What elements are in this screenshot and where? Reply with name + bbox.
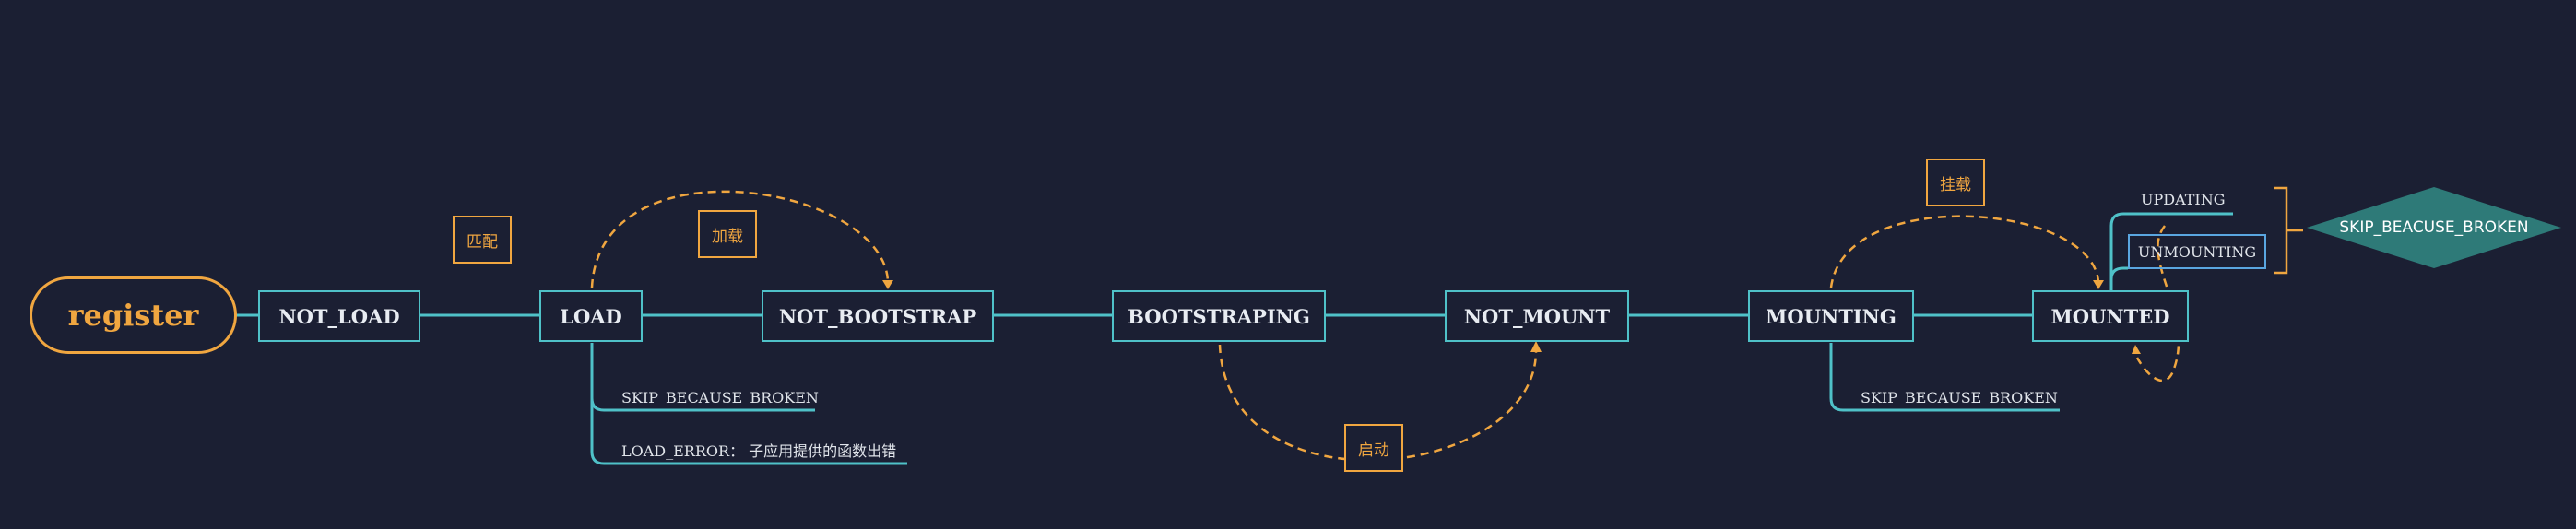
load-branch-error: LOAD_ERROR： 子应用提供的函数出错 — [621, 442, 897, 460]
mounted-branch-unmounting: UNMOUNTING — [2128, 234, 2266, 269]
note-match: 匹配 — [453, 216, 512, 264]
mounted-branch-lines — [2109, 212, 2233, 290]
state-not-mount: NOT_MOUNT — [1445, 290, 1629, 342]
note-mount: 挂载 — [1926, 159, 1985, 206]
register-node: register — [30, 276, 237, 354]
mounted-branch-updating: UPDATING — [2141, 191, 2226, 208]
state-mounted: MOUNTED — [2032, 290, 2189, 342]
load-branch-lines — [590, 343, 907, 465]
state-load: LOAD — [539, 290, 643, 342]
arrow-heads — [882, 280, 2141, 354]
state-not-load: NOT_LOAD — [258, 290, 420, 342]
state-mounting: MOUNTING — [1748, 290, 1914, 342]
summary-diamond-shape — [2307, 187, 2561, 268]
mounting-branch-skip: SKIP_BECAUSE_BROKEN — [1861, 389, 2058, 406]
state-not-bootstrap: NOT_BOOTSTRAP — [762, 290, 994, 342]
bracket-connector — [2274, 186, 2303, 275]
state-bootstraping: BOOTSTRAPING — [1112, 290, 1326, 342]
mounting-branch-line — [1829, 343, 2060, 412]
note-bootstrap: 启动 — [1344, 424, 1403, 472]
note-load: 加载 — [698, 210, 757, 258]
load-branch-skip: SKIP_BECAUSE_BROKEN — [621, 389, 819, 406]
summary-diamond-label: SKIP_BEACUSE_BROKEN — [2339, 218, 2529, 237]
